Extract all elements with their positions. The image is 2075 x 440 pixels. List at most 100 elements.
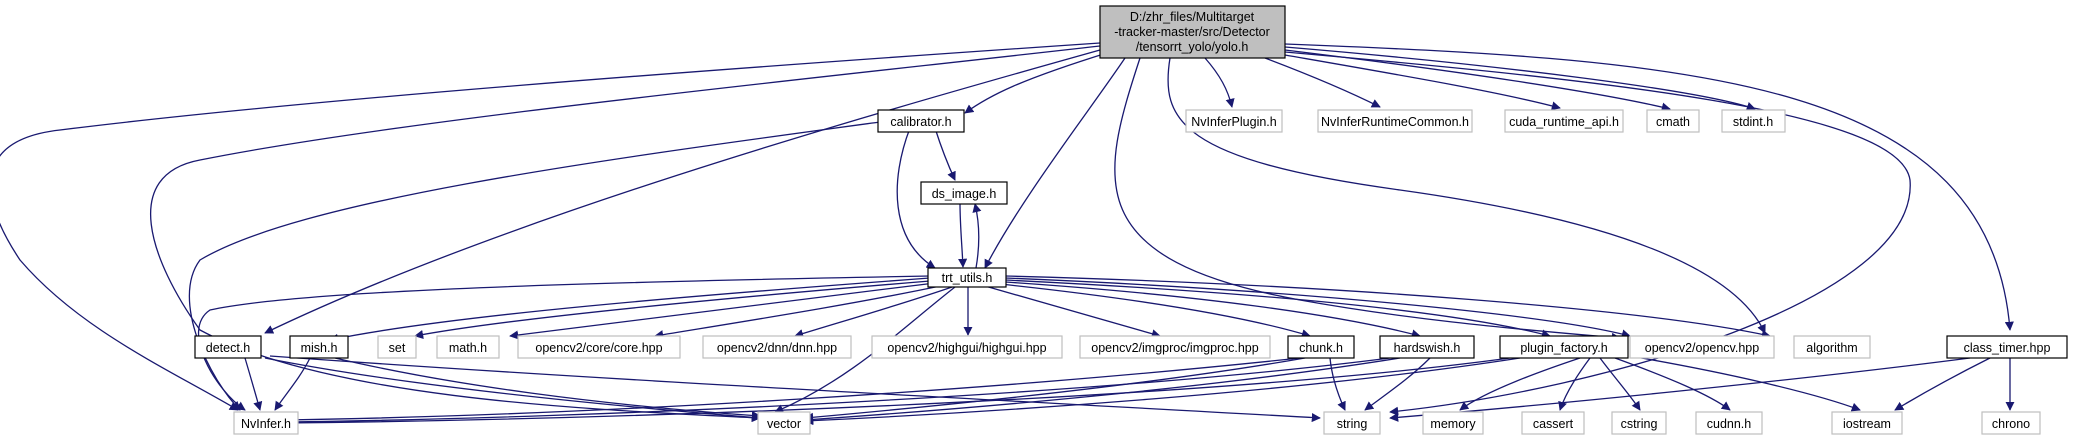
node-mish[interactable]: mish.h: [289, 335, 349, 359]
edge-trtutils-core: [654, 284, 946, 340]
edge-mish-vector: [334, 357, 761, 420]
edge-detect-vector: [264, 357, 761, 422]
node-yolo-h[interactable]: D:/zhr_files/Multitarget -tracker-master…: [1099, 5, 1286, 59]
edge-dsimage-trtutils: [958, 202, 968, 268]
edge-pluginfactory-vector: [804, 357, 1521, 426]
edge-detect-string: [269, 355, 1321, 423]
node-vector: vector: [757, 411, 811, 435]
opencv-dnn-label: opencv2/dnn/dnn.hpp: [717, 341, 837, 355]
set-label: set: [389, 341, 406, 355]
edge-trtutils-mish: [329, 277, 931, 343]
edge-yolo-nvinferruntime: [1264, 57, 1381, 108]
edge-classtimer-string: [1389, 357, 1971, 422]
stdint-label: stdint.h: [1733, 115, 1773, 129]
string-label: string: [1337, 417, 1368, 431]
node-math: math.h: [436, 335, 500, 359]
edge-trtutils-set: [414, 280, 931, 339]
node-opencv-core: opencv2/core/core.hpp: [517, 335, 681, 359]
math-label: math.h: [449, 341, 487, 355]
node-cudnn: cudnn.h: [1695, 411, 1763, 435]
edge-trtutils-chunk: [999, 283, 1311, 339]
edge-trtutils-algorithm: [1004, 275, 1771, 339]
edge-yolo-algorithm: [1167, 57, 1766, 334]
chrono-label: chrono: [1992, 417, 2030, 431]
node-ds-image[interactable]: ds_image.h: [920, 181, 1008, 205]
opencv-label: opencv2/opencv.hpp: [1645, 341, 1759, 355]
nvinfer-label: NvInfer.h: [241, 417, 291, 431]
edge-yolo-detect: [264, 49, 1101, 334]
edge-pluginfactory-cstring: [1599, 357, 1641, 411]
node-plugin-factory[interactable]: plugin_factory.h: [1499, 335, 1629, 359]
edge-trtutils-math: [509, 282, 936, 340]
edge-hardswish-nvinfer: [284, 357, 1391, 427]
node-opencv-imgproc: opencv2/imgproc/imgproc.hpp: [1079, 335, 1271, 359]
edge-trtutils-dnn: [794, 285, 956, 338]
root-line-2: -tracker-master/src/Detector: [1114, 25, 1270, 39]
memory-label: memory: [1430, 417, 1476, 431]
edge-classtimer-iostream: [1894, 357, 1991, 411]
edges: [0, 42, 2015, 428]
root-line-3: /tensorrt_yolo/yolo.h: [1136, 40, 1249, 54]
node-nvinferruntimecommon: NvInferRuntimeCommon.h: [1317, 109, 1473, 133]
edge-chunk-vector: [804, 357, 1306, 422]
edge-pluginfactory-cudnn: [1614, 357, 1731, 411]
chunk-label: chunk.h: [1299, 341, 1343, 355]
nvinferruntimecommon-label: NvInferRuntimeCommon.h: [1321, 115, 1469, 129]
node-opencv-highgui: opencv2/highgui/highgui.hpp: [871, 335, 1063, 359]
mish-label: mish.h: [301, 341, 338, 355]
edge-mish-nvinfer: [274, 357, 311, 411]
edge-calibrator-trtutils: [896, 127, 936, 269]
opencv-highgui-label: opencv2/highgui/highgui.hpp: [887, 341, 1046, 355]
edge-yolo-nvinfer: [0, 42, 1101, 411]
edge-chunk-string: [1329, 357, 1346, 411]
edge-pluginfactory-memory: [1459, 357, 1581, 411]
root-line-1: D:/zhr_files/Multitarget: [1130, 10, 1255, 24]
edge-hardswish-string: [1364, 357, 1431, 411]
node-hardswish[interactable]: hardswish.h: [1379, 335, 1475, 359]
node-opencv-dnn: opencv2/dnn/dnn.hpp: [702, 335, 852, 359]
node-cassert: cassert: [1521, 411, 1585, 435]
iostream-label: iostream: [1843, 417, 1891, 431]
edge-pluginfactory-nvinfer: [284, 357, 1511, 428]
node-chunk[interactable]: chunk.h: [1287, 335, 1355, 359]
nvinferplugin-label: NvInferPlugin.h: [1191, 115, 1277, 129]
node-detect[interactable]: detect.h: [194, 335, 262, 359]
edge-yolo-stdint: [1284, 46, 1756, 111]
node-opencv: opencv2/opencv.hpp: [1629, 335, 1775, 359]
edge-calibrator-nvinfer: [188, 121, 881, 411]
edge-calibrator-dsimage: [934, 127, 956, 181]
edge-yolo-cuda: [1284, 54, 1561, 111]
node-nvinfer: NvInfer.h: [233, 411, 299, 435]
edge-yolo-nvinferplugin: [1204, 57, 1235, 108]
cuda-runtime-api-label: cuda_runtime_api.h: [1509, 115, 1619, 129]
hardswish-label: hardswish.h: [1394, 341, 1461, 355]
node-nvinferplugin: NvInferPlugin.h: [1185, 109, 1283, 133]
node-calibrator[interactable]: calibrator.h: [877, 109, 965, 133]
node-chrono: chrono: [1981, 411, 2041, 435]
opencv-core-label: opencv2/core/core.hpp: [535, 341, 662, 355]
node-algorithm: algorithm: [1793, 335, 1871, 359]
detect-label: detect.h: [206, 341, 251, 355]
node-trt-utils[interactable]: trt_utils.h: [927, 267, 1007, 288]
edge-yolo-vector: [150, 45, 1101, 423]
node-set: set: [377, 335, 417, 359]
node-cmath: cmath: [1646, 109, 1700, 133]
edge-trtutils-dsimage: [972, 203, 982, 269]
cstring-label: cstring: [1621, 417, 1658, 431]
edge-pluginfactory-iostream: [1629, 355, 1861, 412]
edge-trtutils-imgproc: [984, 285, 1161, 339]
edge-yolo-opencv: [1114, 57, 1621, 342]
edge-yolo-trtutils: [984, 57, 1126, 269]
node-cstring: cstring: [1611, 411, 1667, 435]
edge-trtutils-pluginfactory: [1004, 279, 1551, 339]
ds-image-label: ds_image.h: [932, 187, 997, 201]
cudnn-label: cudnn.h: [1707, 417, 1752, 431]
calibrator-label: calibrator.h: [890, 115, 951, 129]
edge-yolo-calibrator: [964, 51, 1111, 114]
node-string: string: [1323, 411, 1381, 435]
node-stdint: stdint.h: [1721, 109, 1786, 133]
node-class-timer[interactable]: class_timer.hpp: [1946, 335, 2068, 359]
node-cuda-runtime-api: cuda_runtime_api.h: [1504, 109, 1624, 133]
trt-utils-label: trt_utils.h: [942, 271, 993, 285]
